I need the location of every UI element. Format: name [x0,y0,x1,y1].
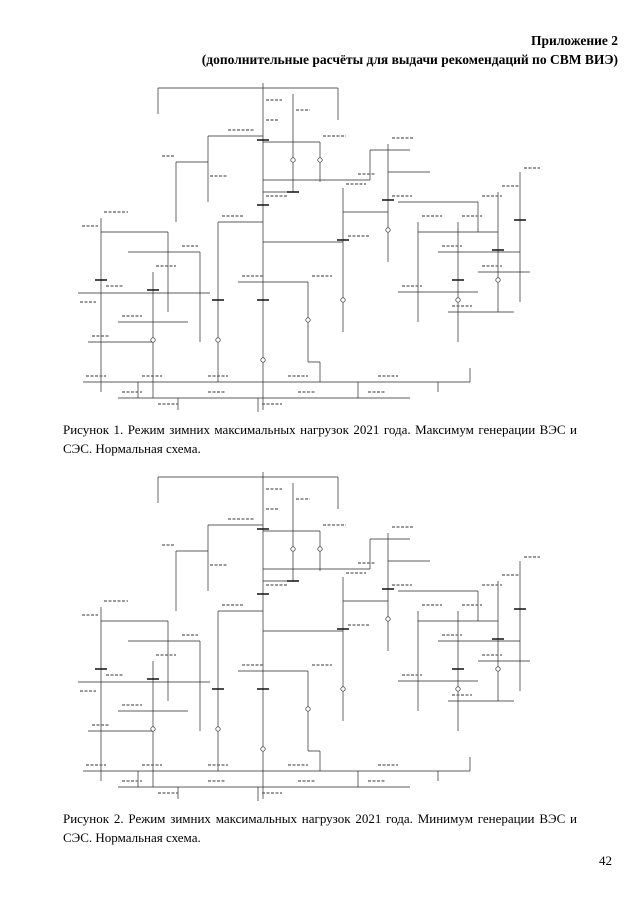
appendix-subtitle: (дополнительные расчёты для выдачи реком… [201,51,618,67]
page-header: Приложение 2 (дополнительные расчёты для… [0,0,640,70]
power-grid-single-line-diagram-icon [77,81,541,413]
page-number: 42 [599,853,612,868]
power-grid-diagram-1 [56,80,580,414]
figure-2-caption: Рисунок 2. Режим зимних максимальных наг… [63,810,577,846]
figure-1-caption: Рисунок 1. Режим зимних максимальных наг… [63,421,577,457]
figure-2: Рисунок 2. Режим зимних максимальных наг… [0,469,640,848]
figure-1: Рисунок 1. Режим зимних максимальных наг… [0,80,640,459]
appendix-title: Приложение 2 [530,33,618,48]
power-grid-single-line-diagram-icon [77,470,541,802]
power-grid-diagram-2 [56,469,580,803]
